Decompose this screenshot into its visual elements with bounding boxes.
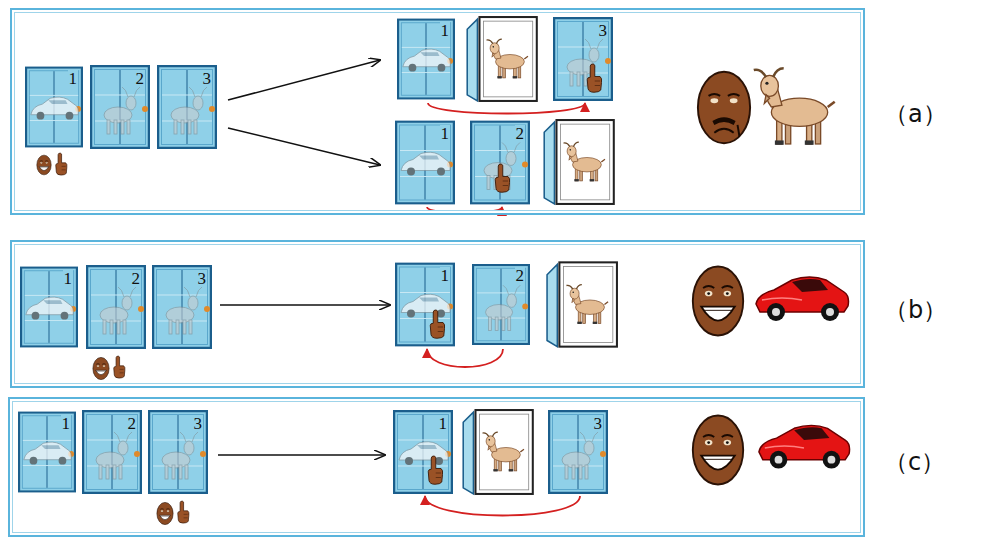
door-number: 2 xyxy=(127,415,138,432)
door-goat xyxy=(473,265,529,344)
door: 2 xyxy=(92,67,152,151)
door-number: 1 xyxy=(63,270,74,287)
door: 2 xyxy=(474,264,532,349)
scenario-panel: （b）12312 xyxy=(10,240,865,388)
red-car xyxy=(759,425,850,468)
scenario-panel: （a）1231312 xyxy=(10,8,865,215)
panel-label: （c） xyxy=(884,448,945,476)
door-number: 3 xyxy=(193,415,204,432)
pointing-hand xyxy=(587,64,601,92)
door: 1 xyxy=(399,19,457,103)
door-number: 1 xyxy=(440,22,451,39)
door: 2 xyxy=(472,122,532,207)
door-number: 3 xyxy=(202,70,213,87)
happy-face xyxy=(693,415,743,484)
pointing-hand xyxy=(178,501,189,523)
door-number: 2 xyxy=(515,267,526,284)
pointing-hand xyxy=(495,164,509,192)
pointing-hand xyxy=(56,153,67,175)
door: 2 xyxy=(84,412,144,496)
door-car xyxy=(396,264,454,346)
door-number: 3 xyxy=(197,270,208,287)
pointing-hand xyxy=(114,356,125,378)
player-face xyxy=(37,155,51,175)
arrow xyxy=(228,128,380,165)
door-number: 1 xyxy=(61,415,72,432)
pointing-hand xyxy=(430,310,444,338)
door: 3 xyxy=(555,19,615,103)
door-goat xyxy=(149,411,207,493)
door-car xyxy=(19,412,75,491)
door-goat xyxy=(158,66,216,148)
door-goat xyxy=(549,411,607,493)
goat xyxy=(754,68,835,145)
open-door-goat xyxy=(547,262,617,346)
player-face xyxy=(93,357,109,379)
open-door-goat xyxy=(463,410,533,494)
door-car xyxy=(26,67,82,146)
door-number: 2 xyxy=(515,125,526,142)
door-number: 3 xyxy=(598,22,609,39)
door: 1 xyxy=(397,122,457,207)
red-car xyxy=(756,277,849,321)
open-door-goat xyxy=(544,120,614,204)
switch-arrow xyxy=(427,349,503,367)
open-door-goat xyxy=(467,17,537,101)
door: 1 xyxy=(395,412,455,496)
door: 1 xyxy=(397,264,457,349)
door-goat xyxy=(91,66,149,148)
scenario-panel: （c）12313 xyxy=(8,397,865,537)
door-number: 1 xyxy=(440,125,451,142)
arrow xyxy=(218,454,385,456)
player-face xyxy=(157,502,173,524)
door-number: 3 xyxy=(593,415,604,432)
door-goat xyxy=(83,411,141,493)
door: 1 xyxy=(20,412,78,496)
door-car xyxy=(396,122,454,204)
arrow xyxy=(220,304,390,306)
door-car xyxy=(394,411,452,493)
door-car xyxy=(398,19,454,98)
door-number: 1 xyxy=(438,415,449,432)
happy-face xyxy=(693,266,743,335)
door: 3 xyxy=(550,412,610,496)
door: 3 xyxy=(159,67,219,151)
door-number: 1 xyxy=(68,70,79,87)
switch-arrow xyxy=(428,103,585,114)
switch-arrow xyxy=(427,207,502,213)
door-goat xyxy=(87,266,145,348)
panel-label: （a） xyxy=(884,100,947,128)
sad-face xyxy=(698,72,750,144)
door: 3 xyxy=(154,267,214,351)
door: 1 xyxy=(22,267,80,351)
door-number: 1 xyxy=(440,267,451,284)
door-number: 2 xyxy=(135,70,146,87)
pointing-hand xyxy=(428,456,442,484)
switch-arrow xyxy=(425,496,580,516)
door-car xyxy=(21,267,77,346)
door-goat xyxy=(471,122,529,204)
door-number: 2 xyxy=(131,270,142,287)
door: 1 xyxy=(27,67,85,151)
door: 2 xyxy=(88,267,148,351)
door: 3 xyxy=(150,412,210,496)
door-goat xyxy=(153,266,211,348)
door-goat xyxy=(554,18,612,100)
arrow xyxy=(228,60,380,100)
panel-label: （b） xyxy=(884,296,947,324)
